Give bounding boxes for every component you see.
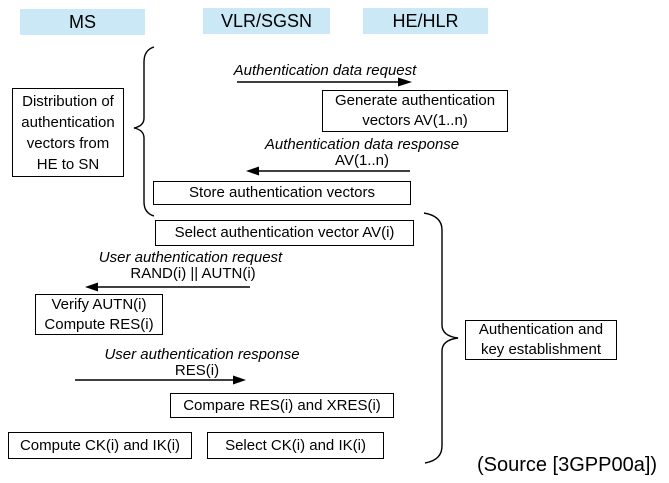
auth-data-request-label: Authentication data request	[233, 62, 417, 79]
source-citation: (Source [3GPP00a])	[476, 454, 658, 476]
auth-data-response-arrow	[246, 166, 410, 176]
auth-establishment-phase-brace-icon	[423, 212, 459, 464]
auth-data-response-label: Authentication data response	[264, 136, 460, 153]
store-vectors-box: Store authentication vectors	[153, 181, 411, 205]
distribution-phase-box: Distribution of authentication vectors f…	[12, 88, 124, 177]
distribution-phase-brace-icon	[133, 46, 155, 217]
auth-data-response-param: AV(1..n)	[335, 152, 389, 169]
generate-vectors-box: Generate authentication vectors AV(1..n)	[322, 90, 508, 132]
actor-ms: MS	[20, 9, 145, 35]
select-ck-ik-box: Select CK(i) and IK(i)	[207, 432, 384, 459]
select-vector-box: Select authentication vector AV(i)	[155, 220, 414, 246]
compute-ck-ik-box: Compute CK(i) and IK(i)	[8, 432, 192, 459]
actor-vlr-sgsn: VLR/SGSN	[203, 8, 330, 34]
actor-he-hlr: HE/HLR	[363, 8, 488, 34]
user-auth-response-param: RES(i)	[174, 362, 220, 379]
user-auth-request-label: User authentication request	[98, 249, 283, 266]
auth-establishment-phase-box: Authentication and key establishment	[465, 320, 617, 360]
user-auth-response-label: User authentication response	[104, 346, 300, 363]
user-auth-request-arrow	[85, 282, 250, 292]
user-auth-response-arrow	[75, 375, 246, 385]
auth-data-request-arrow	[237, 77, 412, 87]
user-auth-request-param: RAND(i) || AUTN(i)	[130, 265, 256, 282]
compare-res-box: Compare RES(i) and XRES(i)	[170, 393, 394, 418]
verify-autn-box: Verify AUTN(i) Compute RES(i)	[35, 294, 163, 335]
